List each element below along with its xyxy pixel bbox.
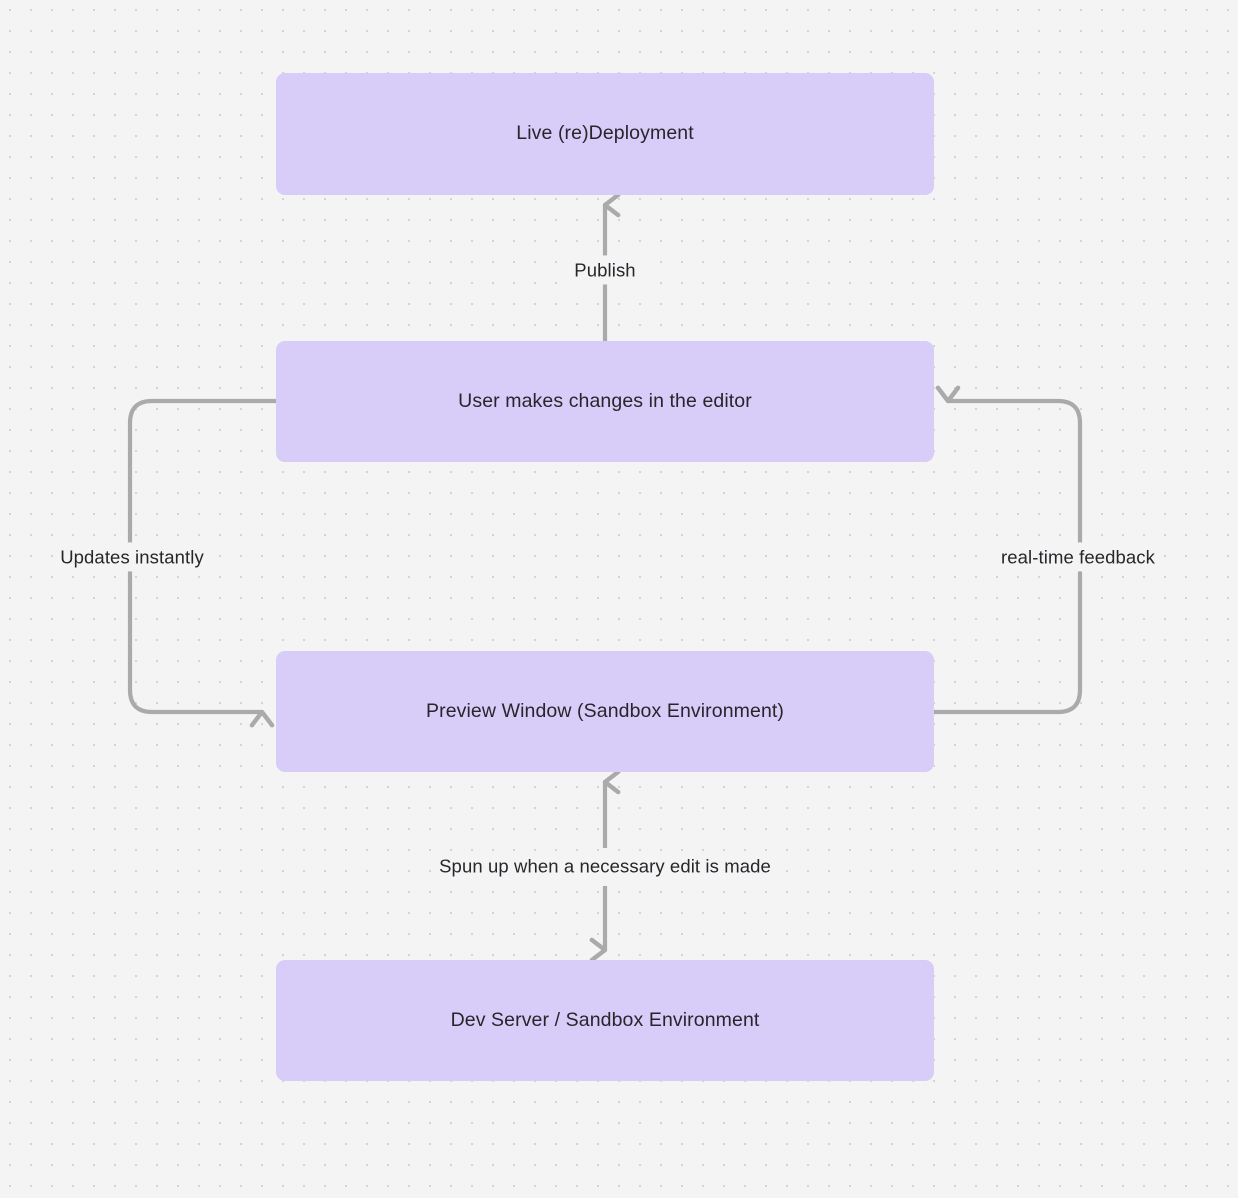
- node-preview-window[interactable]: Preview Window (Sandbox Environment): [276, 651, 934, 772]
- node-label-live-deployment: Live (re)Deployment: [516, 122, 694, 145]
- edge-label-real-time-feedback: real-time feedback: [995, 542, 1161, 572]
- node-label-preview-window: Preview Window (Sandbox Environment): [426, 699, 784, 722]
- edge-label-updates-instantly: Updates instantly: [54, 542, 210, 572]
- node-live-deployment[interactable]: Live (re)Deployment: [276, 73, 934, 195]
- node-user-edits[interactable]: User makes changes in the editor: [276, 341, 934, 462]
- node-label-dev-server: Dev Server / Sandbox Environment: [450, 1008, 760, 1031]
- node-label-user-edits: User makes changes in the editor: [458, 389, 752, 412]
- node-dev-server[interactable]: Dev Server / Sandbox Environment: [276, 960, 934, 1081]
- edge-label-publish: Publish: [568, 255, 642, 285]
- edge-label-spun-up: Spun up when a necessary edit is made: [433, 851, 777, 881]
